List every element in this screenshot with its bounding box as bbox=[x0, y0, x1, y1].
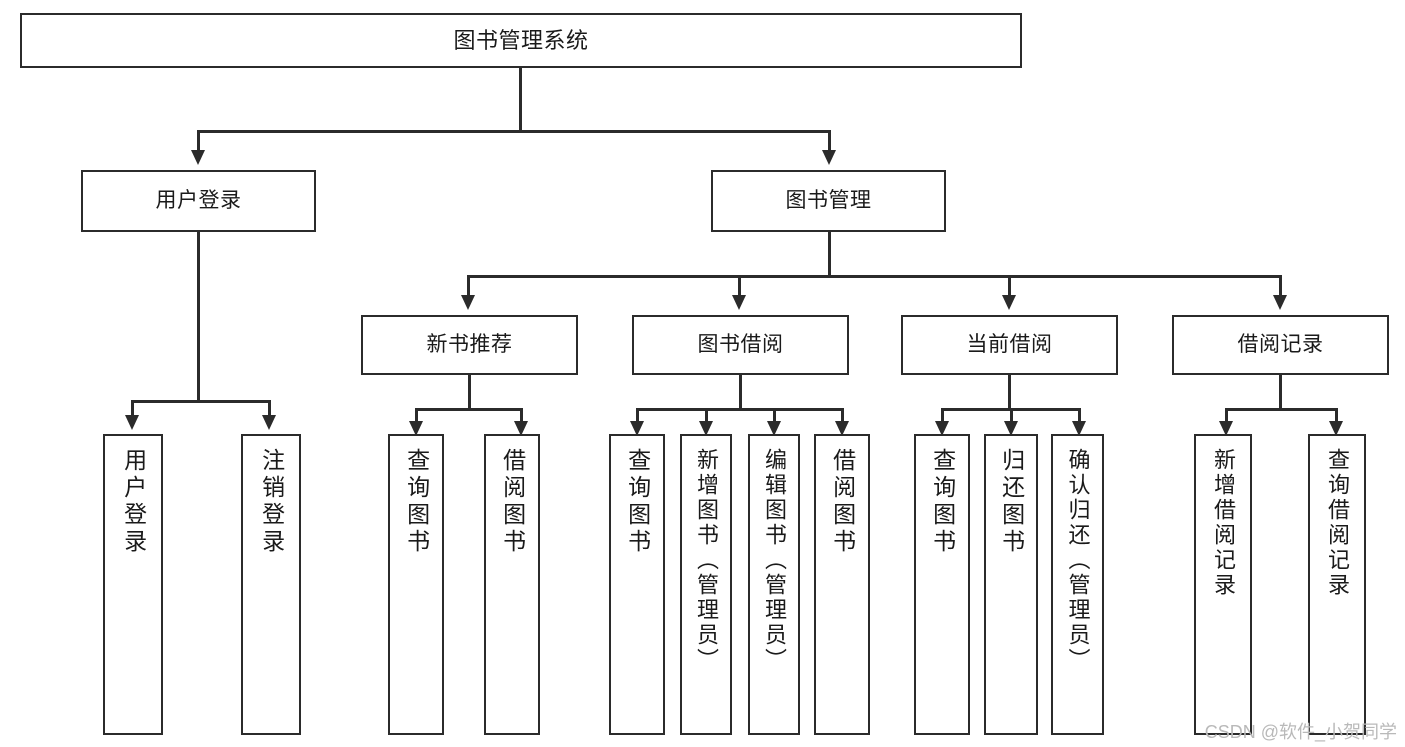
leaf-add-borrow-record[interactable]: 新增借阅记录 bbox=[1194, 434, 1252, 735]
node-label: 编辑图书（管理员） bbox=[761, 448, 787, 673]
arrow-to-leaf-borrow-book-2 bbox=[835, 421, 849, 436]
connector-book-borrow-bar bbox=[636, 408, 842, 411]
connector-borrow-record-bar bbox=[1225, 408, 1335, 411]
arrow-to-leaf-edit-book bbox=[767, 421, 781, 436]
watermark-text: CSDN @软件_小贺同学 bbox=[1204, 722, 1397, 742]
connector-leg-bb-4 bbox=[841, 408, 844, 426]
arrow-to-leaf-query-borrow-record bbox=[1329, 421, 1343, 436]
node-borrow-record[interactable]: 借阅记录 bbox=[1172, 315, 1389, 375]
node-label: 当前借阅 bbox=[966, 332, 1053, 356]
connector-leg-bb-1 bbox=[636, 408, 639, 426]
node-label: 确认归还（管理员） bbox=[1065, 448, 1091, 673]
connector-leg-current-borrow bbox=[1008, 275, 1011, 300]
node-label: 新增借阅记录 bbox=[1210, 448, 1236, 598]
connector-borrow-record-stem bbox=[1279, 375, 1282, 410]
node-label: 用户登录 bbox=[120, 448, 147, 556]
node-label: 查询图书 bbox=[624, 448, 651, 556]
arrow-to-leaf-borrow-book-1 bbox=[514, 421, 528, 436]
node-label: 图书借阅 bbox=[697, 332, 784, 356]
arrow-to-leaf-return-book bbox=[1004, 421, 1018, 436]
connector-new-book-stem bbox=[468, 375, 471, 410]
node-label: 图书管理系统 bbox=[453, 27, 589, 53]
connector-leg-leaf-user-login bbox=[131, 400, 134, 420]
arrow-to-leaf-query-book-1 bbox=[409, 421, 423, 436]
connector-book-management-bar bbox=[467, 275, 1280, 278]
connector-leg-borrow-record bbox=[1279, 275, 1282, 300]
arrow-to-leaf-query-book-3 bbox=[935, 421, 949, 436]
connector-leg-cb-1 bbox=[941, 408, 944, 426]
node-label: 查询图书 bbox=[403, 448, 430, 556]
leaf-borrow-book-recommend[interactable]: 借阅图书 bbox=[484, 434, 540, 735]
node-label: 归还图书 bbox=[998, 448, 1025, 556]
arrow-to-leaf-add-borrow-record bbox=[1219, 421, 1233, 436]
connector-leg-nb-1 bbox=[415, 408, 418, 426]
leaf-query-borrow-record[interactable]: 查询借阅记录 bbox=[1308, 434, 1366, 735]
connector-book-management-stem bbox=[828, 232, 831, 277]
node-book-borrow[interactable]: 图书借阅 bbox=[632, 315, 849, 375]
arrow-to-current-borrow bbox=[1002, 295, 1016, 310]
connector-leg-bb-3 bbox=[773, 408, 776, 426]
connector-leg-new-book bbox=[467, 275, 470, 300]
node-label: 新增图书（管理员） bbox=[693, 448, 719, 673]
connector-leg-leaf-logout bbox=[268, 400, 271, 420]
arrow-to-leaf-query-book-2 bbox=[630, 421, 644, 436]
arrow-to-new-book-recommend bbox=[461, 295, 475, 310]
connector-leg-cb-3 bbox=[1078, 408, 1081, 426]
node-new-book-recommend[interactable]: 新书推荐 bbox=[361, 315, 578, 375]
connector-book-borrow-stem bbox=[739, 375, 742, 410]
connector-leg-br-1 bbox=[1225, 408, 1228, 426]
connector-new-book-bar bbox=[415, 408, 522, 411]
arrow-to-borrow-record bbox=[1273, 295, 1287, 310]
node-label: 用户登录 bbox=[155, 188, 242, 212]
leaf-add-book-admin[interactable]: 新增图书（管理员） bbox=[680, 434, 732, 735]
leaf-edit-book-admin[interactable]: 编辑图书（管理员） bbox=[748, 434, 800, 735]
node-label: 借阅图书 bbox=[499, 448, 526, 556]
leaf-confirm-return-admin[interactable]: 确认归还（管理员） bbox=[1051, 434, 1104, 735]
connector-root-stem bbox=[519, 68, 522, 131]
leaf-user-login[interactable]: 用户登录 bbox=[103, 434, 163, 735]
node-root-book-management-system[interactable]: 图书管理系统 bbox=[20, 13, 1022, 68]
connector-current-borrow-stem bbox=[1008, 375, 1011, 410]
connector-leg-br-2 bbox=[1335, 408, 1338, 426]
leaf-query-book-recommend[interactable]: 查询图书 bbox=[388, 434, 444, 735]
connector-root-bar bbox=[197, 130, 831, 133]
leaf-query-book-borrow[interactable]: 查询图书 bbox=[609, 434, 665, 735]
node-label: 图书管理 bbox=[785, 188, 872, 212]
node-label: 借阅记录 bbox=[1237, 332, 1324, 356]
connector-leg-bb-2 bbox=[705, 408, 708, 426]
leaf-query-book-current[interactable]: 查询图书 bbox=[914, 434, 970, 735]
connector-leg-user-login bbox=[197, 130, 200, 155]
leaf-borrow-book[interactable]: 借阅图书 bbox=[814, 434, 870, 735]
node-label: 注销登录 bbox=[258, 448, 285, 556]
node-label: 查询借阅记录 bbox=[1324, 448, 1350, 598]
connector-leg-nb-2 bbox=[520, 408, 523, 426]
leaf-return-book[interactable]: 归还图书 bbox=[984, 434, 1038, 735]
node-current-borrow[interactable]: 当前借阅 bbox=[901, 315, 1118, 375]
connector-leg-book-management bbox=[828, 130, 831, 155]
arrow-to-book-management bbox=[822, 150, 836, 165]
arrow-to-leaf-add-book bbox=[699, 421, 713, 436]
node-user-login[interactable]: 用户登录 bbox=[81, 170, 316, 232]
node-book-management[interactable]: 图书管理 bbox=[711, 170, 946, 232]
node-label: 新书推荐 bbox=[426, 332, 513, 356]
connector-leg-cb-2 bbox=[1010, 408, 1013, 426]
node-label: 借阅图书 bbox=[829, 448, 856, 556]
connector-user-login-bar bbox=[131, 400, 268, 403]
arrow-to-leaf-user-login bbox=[125, 415, 139, 430]
node-label: 查询图书 bbox=[929, 448, 956, 556]
leaf-logout[interactable]: 注销登录 bbox=[241, 434, 301, 735]
connector-leg-book-borrow bbox=[738, 275, 741, 300]
arrow-to-book-borrow bbox=[732, 295, 746, 310]
arrow-to-leaf-confirm-return bbox=[1072, 421, 1086, 436]
connector-user-login-stem bbox=[197, 232, 200, 402]
arrow-to-user-login bbox=[191, 150, 205, 165]
arrow-to-leaf-logout bbox=[262, 415, 276, 430]
